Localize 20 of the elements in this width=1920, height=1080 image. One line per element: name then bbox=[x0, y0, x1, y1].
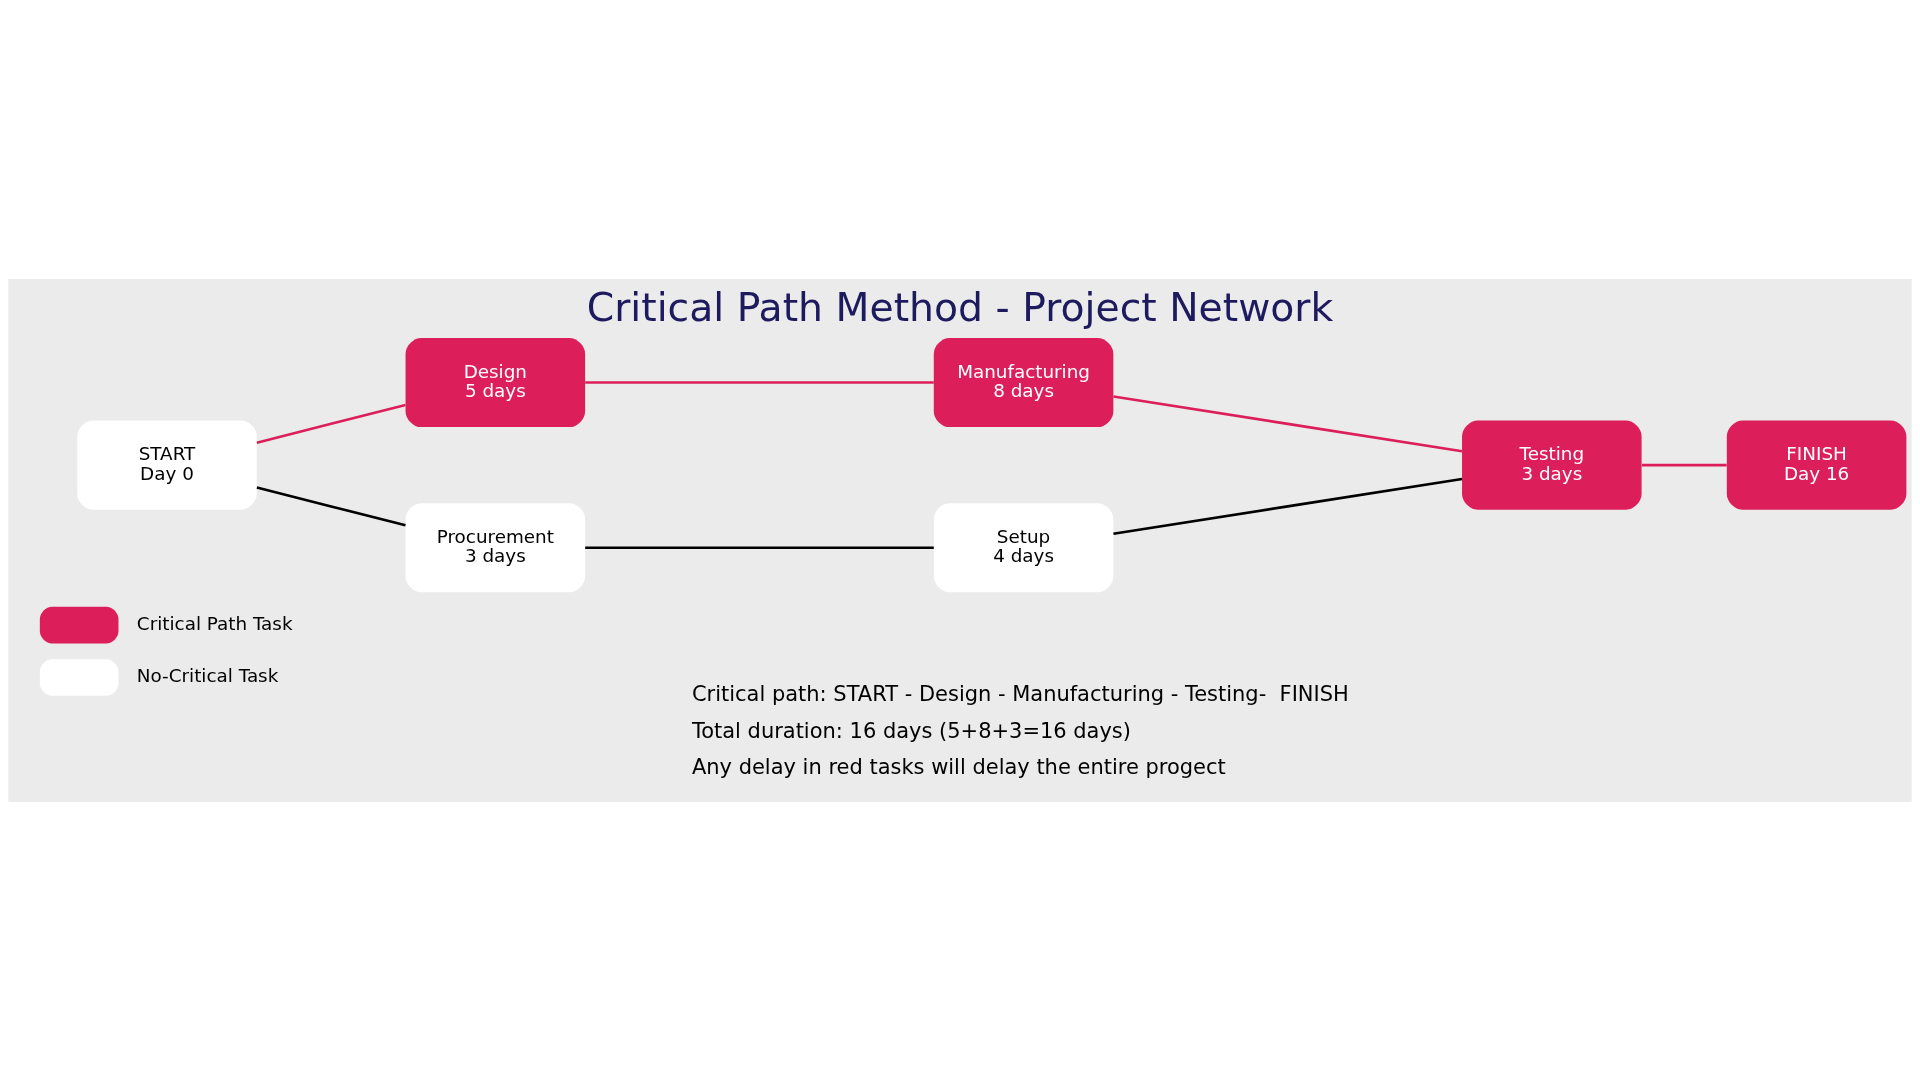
label: Total duration: 16 days (5+8+3=16 days) bbox=[691, 718, 1131, 743]
node-box: Manufacturing 8 days bbox=[933, 337, 1114, 427]
connector bbox=[1113, 477, 1463, 535]
node-box: START Day 0 bbox=[77, 420, 257, 510]
node-box: Testing 3 days bbox=[1462, 420, 1642, 510]
diagram-title: Critical Path Method - Project Network bbox=[586, 284, 1334, 330]
connector bbox=[585, 380, 934, 384]
connector bbox=[1641, 463, 1727, 466]
connector bbox=[585, 545, 934, 549]
label: Critical path: START - Design - Manufacturing - Testing- FINISH bbox=[691, 681, 1349, 706]
connector bbox=[1113, 394, 1463, 452]
connector bbox=[256, 403, 406, 444]
node-box: Design 5 days bbox=[405, 337, 586, 427]
node-box: FINISH Day 16 bbox=[1726, 420, 1907, 510]
node-box: Procurement 3 days bbox=[405, 502, 586, 592]
node-box: Setup 4 days bbox=[933, 502, 1114, 592]
label: Any delay in red tasks will delay the entire progect bbox=[691, 754, 1226, 779]
legend-label: Critical Path Task bbox=[136, 612, 293, 634]
connector bbox=[256, 485, 406, 527]
legend-label: No-Critical Task bbox=[136, 664, 279, 686]
